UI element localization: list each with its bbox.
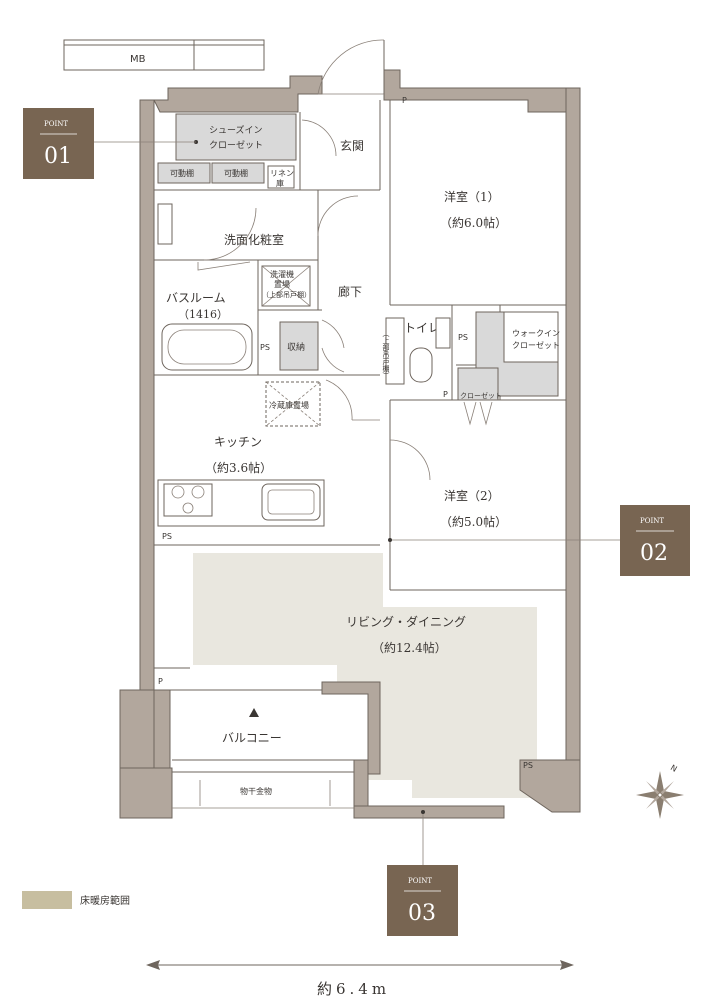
mb-label: MB [130,54,146,65]
floor-heating-area [193,553,537,798]
western1-name: 洋室（1） [444,189,500,204]
drying-hardware-label: 物干金物 [240,786,272,796]
point-01-number: 01 [44,144,72,169]
movable-shelf-2-label: 可動棚 [224,168,248,178]
vanity [157,203,173,245]
storage [279,321,319,371]
toilet-cabinet-label: （上部吊戸棚） [382,330,390,379]
living-size: （約12.4帖） [372,640,447,655]
dimension-arrow [146,960,574,970]
movable-shelf-2 [211,162,265,184]
ps-label-4: PS [523,761,533,770]
walkin-label-1: ウォークイン [512,329,560,338]
bathroom-name: バスルーム [166,291,226,305]
legend-swatch [22,891,72,909]
point-03-label: POINT [408,877,432,885]
laundry-label-1: 洗濯機 [270,269,294,279]
drying-hardware [199,780,331,806]
point-03-number: 03 [408,901,436,926]
toilet-bowl [409,347,433,383]
point-02-number: 02 [640,541,668,566]
storage-label: 収納 [287,341,305,353]
bathroom-size: （1416） [178,308,228,321]
kitchen-size: （約3.6帖） [205,460,272,475]
movable-shelf-1 [157,162,211,184]
outer-walls [63,39,581,819]
point-03-badge[interactable]: POINT 03 [387,865,458,936]
shoes-closet-label-1: シューズイン [209,124,263,136]
shoes-closet [175,113,297,161]
stove [163,483,213,517]
p-label-3: P [158,677,163,686]
compass-north-label: N [669,763,679,774]
living-name: リビング・ダイニング [346,614,466,629]
compass-icon [636,771,684,819]
laundry-label-2: 置場 [274,279,290,289]
linen-label-2: 庫 [276,178,284,188]
washroom-label: 洗面化粧室 [224,232,284,247]
balcony-arrow [249,708,259,717]
toilet-sink [435,317,451,349]
ps-label-2: PS [458,333,468,342]
p-label-2: P [443,390,448,399]
kitchen-name: キッチン [214,435,262,449]
small-closet-label: クローゼット [460,391,502,400]
western2-size: （約5.0帖） [440,514,507,529]
western1-size: （約6.0帖） [440,215,507,230]
point-02-badge[interactable]: POINT 02 [620,505,690,576]
dimension-label: 約6.4m [317,980,390,998]
corridor-label: 廊下 [338,284,362,299]
interior-walls [154,100,566,809]
small-closet [457,367,499,401]
toilet-cabinet [385,317,405,385]
toilet-label: トイレ [404,321,440,335]
western2-name: 洋室（2） [444,488,500,503]
point-02-label: POINT [640,517,664,525]
point-01-badge[interactable]: POINT 01 [23,108,94,179]
legend-label: 床暖房範囲 [80,894,130,907]
entrance-label: 玄関 [340,138,364,153]
walkin-label-2: クローゼット [512,340,560,350]
ps-label-3: PS [162,532,172,541]
balcony-label: バルコニー [222,731,282,745]
linen-storage [267,165,295,189]
ps-label-1: PS [260,343,270,352]
entrance-door[interactable] [317,39,385,95]
bathtub [161,323,253,371]
shoes-closet-label-2: クローゼット [209,139,263,151]
linen-label-1: リネン [270,169,294,178]
movable-shelf-1-label: 可動棚 [170,168,194,178]
point-01-label: POINT [44,120,68,128]
laundry-label-3: （上部吊戸棚） [262,290,311,299]
fridge-label: 冷蔵庫置場 [269,400,309,410]
kitchen-sink [261,483,321,521]
p-label-1: P [402,96,407,105]
